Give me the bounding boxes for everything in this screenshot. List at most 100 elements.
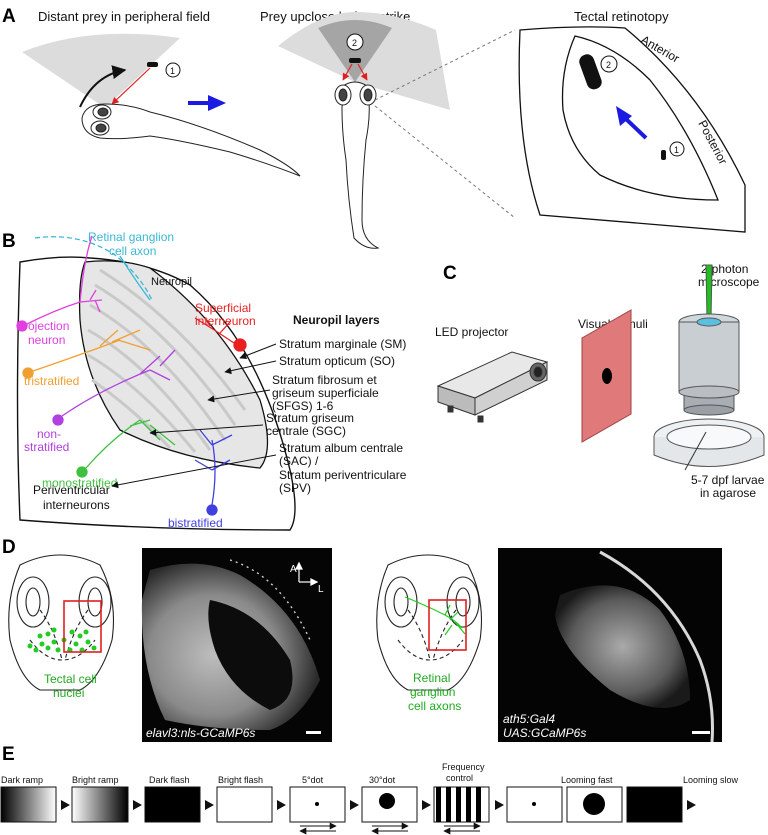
monostratified-label: monostratified <box>42 476 117 490</box>
tectum-marker-1-text: 1 <box>674 145 679 155</box>
panel-e-label: E <box>2 744 15 765</box>
stim-dark-flash <box>144 786 201 823</box>
larvae-pointer <box>684 431 707 471</box>
transgenic-line-right-2: UAS:GCaMP6s <box>503 726 586 740</box>
tectum-neuropil <box>561 35 719 201</box>
panel-a-label: A <box>2 6 16 27</box>
direction-arrows-5-dot <box>299 822 337 835</box>
seq-arrow-6 <box>422 800 431 810</box>
sight-line <box>111 67 151 105</box>
stim-looming-fast <box>506 786 683 823</box>
axis-a-label: A <box>290 564 297 575</box>
rgc-label-3: cell axons <box>408 699 461 713</box>
anterior-prey-image <box>579 54 602 90</box>
neuropil-region <box>78 260 269 469</box>
sight-line-left <box>342 63 353 81</box>
nonstratified-neuron <box>52 349 176 426</box>
stim-label-dark-flash: Dark flash <box>149 775 190 785</box>
micrograph-rgc-axons <box>498 548 722 743</box>
rgc-label-1: Retinal <box>413 671 450 685</box>
retinotopy-arrow <box>623 116 648 140</box>
seq-arrow-4 <box>277 800 286 810</box>
seq-arrow-1 <box>61 800 70 810</box>
nonstratified-label-1: non- <box>37 427 61 441</box>
rgc-axon-label-2: cell axon <box>109 244 156 258</box>
layer-sgc-1: Stratum griseum <box>266 411 354 425</box>
rgc-label-2: ganglion <box>410 685 455 699</box>
scale-bar-left <box>306 731 321 734</box>
larvae-label-2: in agarose <box>700 486 756 500</box>
neuropil-label: Neuropil <box>151 276 192 288</box>
layer-pointers <box>111 343 277 489</box>
projection-label-2: neuron <box>28 333 65 347</box>
projection-label-1: Projection <box>16 319 69 333</box>
layer-sac-4: (SPV) <box>279 481 311 495</box>
stim-5-dot-mark <box>315 802 319 806</box>
larvae-label-1: 5-7 dpf larvae <box>691 473 765 487</box>
marker-2-text: 2 <box>352 38 357 48</box>
scale-bar-right <box>692 731 710 734</box>
superficial-label-1: Superficial <box>195 301 251 315</box>
turn-arrow <box>79 65 127 108</box>
tectum-marker-2-text: 2 <box>606 60 611 70</box>
stim-label-looming-fast: Looming fast <box>561 775 613 785</box>
microscope-objective <box>653 264 765 467</box>
stim-bright-ramp <box>71 786 129 823</box>
layer-sac-3: Stratum periventriculare <box>279 468 407 482</box>
tectum-marker-2-circle <box>600 55 618 73</box>
microscope-label-2: microscope <box>698 275 760 289</box>
micrograph-tectal-nuclei <box>141 548 332 742</box>
stim-30-dot-mark <box>379 793 395 809</box>
peripheral-visual-field <box>22 33 180 108</box>
stim-label-30-dot: 30°dot <box>369 775 396 785</box>
neuropil-layers-title: Neuropil layers <box>293 313 380 327</box>
layer-sac-2: (SAC) / <box>279 454 319 468</box>
title-tectal-retinotopy: Tectal retinotopy <box>574 9 669 24</box>
transgenic-line-right-1: ath5:Gal4 <box>503 712 555 726</box>
direction-arrows-frequency <box>443 822 481 835</box>
stim-dark-ramp <box>0 786 57 823</box>
progress-arrow-head <box>208 95 226 111</box>
panel-c: C LED projector Visual stimuli 2-photon … <box>435 262 765 500</box>
roi-box-left <box>63 600 102 653</box>
layer-sfgs-3: (SFGS) 1-6 <box>272 399 334 413</box>
title-distant-prey: Distant prey in peripheral field <box>38 9 210 24</box>
layer-sfgs-2: griseum superficiale <box>272 386 379 400</box>
stim-label-bright-ramp: Bright ramp <box>72 775 119 785</box>
stim-label-bright-flash: Bright flash <box>218 775 263 785</box>
projection-line-bottom <box>374 105 516 219</box>
panel-d: D Tectal cell nuclei <box>2 537 722 743</box>
led-projector <box>436 351 549 423</box>
seq-arrow-3 <box>205 800 214 810</box>
stim-label-looming-slow: Looming slow <box>683 775 739 785</box>
rgc-axon-label-1: Retinal ganglion <box>88 230 174 244</box>
stim-label-dark-ramp: Dark ramp <box>1 775 43 785</box>
layer-sgc-2: centrale (SGC) <box>266 424 346 438</box>
stim-label-frequency-2: control <box>446 773 473 783</box>
periventricular-label-2: interneurons <box>43 498 110 512</box>
seq-arrow-5 <box>350 800 359 810</box>
superficial-label-2: interneuron <box>195 314 256 328</box>
larva-side <box>81 103 301 177</box>
tectum-marker-1-circle <box>669 141 685 157</box>
tectal-nuclei-label-2: nuclei <box>53 686 84 700</box>
panel-c-label: C <box>443 263 457 284</box>
panel-a: A Distant prey in peripheral field Prey … <box>2 6 746 249</box>
larva-head-schematic-right <box>376 554 483 691</box>
binocular-zone <box>318 20 392 82</box>
transgenic-line-left: elavl3:nls-GCaMP6s <box>146 726 255 740</box>
prey-distant <box>147 62 158 67</box>
stim-label-5-dot: 5°dot <box>302 775 324 785</box>
panel-d-label: D <box>2 537 16 558</box>
prey-upclose <box>349 58 361 63</box>
larva-head-schematic-left <box>8 554 115 691</box>
monostratified-neuron <box>76 419 176 478</box>
layer-sac-1: Stratum album centrale <box>279 441 403 455</box>
axis-l-label: L <box>318 584 324 595</box>
nonstratified-label-2: stratified <box>24 440 69 454</box>
marker-1-text: 1 <box>170 66 175 76</box>
orientation-axes <box>295 561 319 586</box>
stim-frequency-control <box>433 786 490 823</box>
rgc-axon-arbor <box>119 255 151 301</box>
marker-1-circle <box>165 62 181 78</box>
